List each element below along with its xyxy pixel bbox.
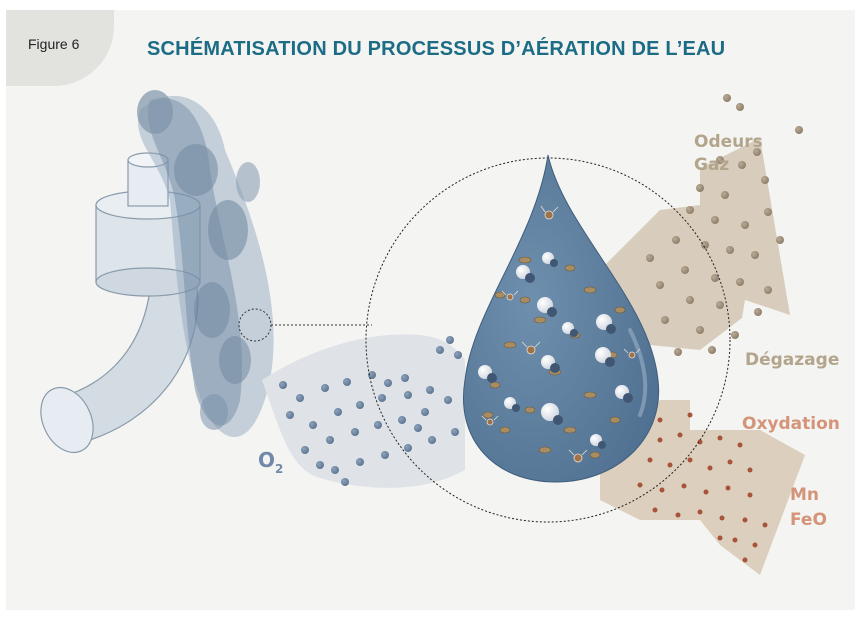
label-degazage: Dégazage bbox=[745, 350, 839, 370]
water-stream bbox=[137, 90, 274, 438]
oxygen-molecules bbox=[279, 336, 462, 486]
label-gaz: Gaz bbox=[694, 155, 729, 175]
label-feo: FeO bbox=[790, 510, 827, 530]
degassing-arrow bbox=[600, 138, 790, 350]
label-o2: O2 bbox=[258, 448, 283, 476]
label-o2-main: O bbox=[258, 448, 275, 472]
label-oxydation: Oxydation bbox=[742, 414, 840, 434]
oxidation-arrow bbox=[600, 400, 805, 575]
label-o2-sub: 2 bbox=[275, 462, 283, 476]
label-mn: Mn bbox=[790, 485, 819, 505]
label-odeurs: Odeurs bbox=[694, 132, 763, 152]
figure-title: SCHÉMATISATION DU PROCESSUS D’AÉRATION D… bbox=[147, 38, 726, 60]
oxidation-particles bbox=[637, 412, 768, 563]
gas-particles bbox=[646, 94, 803, 356]
figure-number: Figure 6 bbox=[28, 36, 80, 52]
dissolved-oxygen-zone bbox=[262, 334, 465, 488]
water-drop bbox=[463, 154, 660, 483]
